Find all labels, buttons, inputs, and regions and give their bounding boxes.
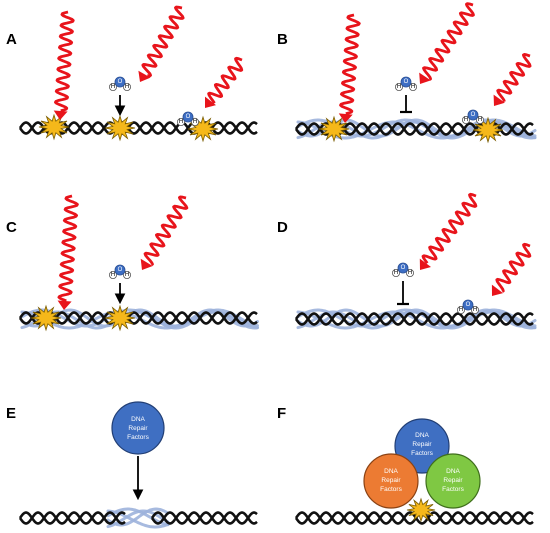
radiation-wave-icon xyxy=(207,56,244,104)
dna-damage-icon xyxy=(472,116,504,144)
radiation-wave-icon xyxy=(54,10,75,113)
dna-strand xyxy=(18,511,126,525)
dna-strand xyxy=(294,312,534,326)
radiation-wave-icon xyxy=(339,13,361,116)
radiation-wave-icon xyxy=(421,192,478,265)
svg-text:DNA: DNA xyxy=(415,432,429,439)
svg-text:H: H xyxy=(125,272,129,278)
dna-strand xyxy=(150,511,258,525)
radiation-arrowhead-icon xyxy=(140,258,153,270)
repair-factor-blue: DNA Repair Factors xyxy=(111,401,165,455)
dna-strand xyxy=(150,511,258,525)
water-molecule-icon: H H O xyxy=(461,109,484,124)
water-molecule-icon: H H O xyxy=(108,264,131,279)
svg-text:Factors: Factors xyxy=(127,434,149,441)
chromatin-fiber xyxy=(106,507,170,527)
dna-strand xyxy=(18,311,258,325)
chromatin-fiber xyxy=(296,308,537,328)
svg-text:Repair: Repair xyxy=(443,477,463,484)
svg-text:O: O xyxy=(401,265,406,271)
water-molecule-icon: H H O xyxy=(108,76,131,91)
svg-text:DNA: DNA xyxy=(131,416,145,423)
svg-text:H: H xyxy=(411,84,415,90)
arrow-layer xyxy=(114,95,412,501)
water-molecule-icon: H H O xyxy=(391,262,414,277)
svg-text:O: O xyxy=(404,79,409,85)
radiation-arrowhead-icon xyxy=(419,258,431,270)
radiation-wave-icon xyxy=(495,242,532,293)
dna-damage-icon xyxy=(406,497,436,523)
molecule-layer: H H O H H O H H O H H xyxy=(108,76,484,314)
svg-text:H: H xyxy=(111,272,115,278)
svg-text:O: O xyxy=(186,114,191,120)
chromatin-fiber xyxy=(106,507,170,527)
svg-text:H: H xyxy=(478,117,482,123)
radiation-arrowhead-icon xyxy=(57,300,72,310)
panel-label-f: F xyxy=(277,405,286,422)
dna-damage-icon xyxy=(104,304,136,332)
panel-label-e: E xyxy=(6,405,16,422)
svg-text:H: H xyxy=(473,307,477,313)
repair-factor-orange: DNA Repair Factors xyxy=(363,453,419,509)
radiation-wave-icon xyxy=(141,5,185,78)
dna-strand xyxy=(18,511,126,525)
radiation-arrowhead-icon xyxy=(53,110,68,120)
dna-strand xyxy=(294,511,534,525)
panel-label-b: B xyxy=(277,31,288,48)
repair-factor-green: DNA Repair Factors xyxy=(425,453,481,509)
svg-text:Factors: Factors xyxy=(442,486,464,493)
dna-strand xyxy=(294,511,534,525)
dna-strand xyxy=(294,312,534,326)
svg-text:H: H xyxy=(394,270,398,276)
radiation-wave-icon xyxy=(422,2,475,81)
repair-factor-blue: DNA Repair Factors xyxy=(394,418,450,474)
radiation-wave-icon xyxy=(496,53,532,103)
radiation-wave-icon xyxy=(143,195,189,267)
radiation-wave-icon xyxy=(57,194,79,303)
radiation-arrowhead-icon xyxy=(491,284,503,296)
radiation-arrowhead-icon xyxy=(419,72,431,84)
radiation-layer xyxy=(53,2,532,310)
svg-text:H: H xyxy=(459,307,463,313)
dna-strand xyxy=(18,311,258,325)
svg-text:O: O xyxy=(118,267,123,273)
svg-text:DNA: DNA xyxy=(384,468,398,475)
radiation-arrowhead-icon xyxy=(493,94,505,106)
svg-text:H: H xyxy=(111,84,115,90)
dna-damage-icon xyxy=(187,115,219,143)
svg-text:O: O xyxy=(471,112,476,118)
water-molecule-icon: H H O xyxy=(394,76,417,91)
panel-label-a: A xyxy=(6,31,17,48)
panel-label-c: C xyxy=(6,219,17,236)
chromatin-fiber xyxy=(20,308,259,328)
svg-text:Repair: Repair xyxy=(412,441,432,448)
svg-text:H: H xyxy=(464,117,468,123)
water-molecule-icon: H H O xyxy=(456,299,479,314)
dna-damage-icon xyxy=(318,115,350,143)
svg-text:O: O xyxy=(118,79,123,85)
radiation-arrowhead-icon xyxy=(138,70,151,82)
svg-text:DNA: DNA xyxy=(446,468,460,475)
dna-damage-icon xyxy=(104,114,136,142)
repair-factor-layer: DNA Repair Factors DNA Repair Factors DN… xyxy=(111,401,481,509)
dna-damage-icon xyxy=(38,113,70,141)
damage-layer xyxy=(30,113,504,523)
svg-text:H: H xyxy=(397,84,401,90)
svg-text:H: H xyxy=(179,119,183,125)
chromatin-fiber xyxy=(106,509,170,529)
svg-text:O: O xyxy=(466,302,471,308)
svg-text:H: H xyxy=(125,84,129,90)
water-molecule-icon: H H O xyxy=(176,111,199,126)
radiation-arrowhead-icon xyxy=(205,96,216,108)
dna-damage-icon xyxy=(30,304,62,332)
svg-text:Factors: Factors xyxy=(411,450,433,457)
svg-text:Repair: Repair xyxy=(381,477,401,484)
svg-text:H: H xyxy=(193,119,197,125)
svg-text:Factors: Factors xyxy=(380,486,402,493)
panel-label-d: D xyxy=(277,219,288,236)
radiation-arrowhead-icon xyxy=(338,113,353,123)
svg-text:H: H xyxy=(408,270,412,276)
svg-text:Repair: Repair xyxy=(128,425,148,432)
